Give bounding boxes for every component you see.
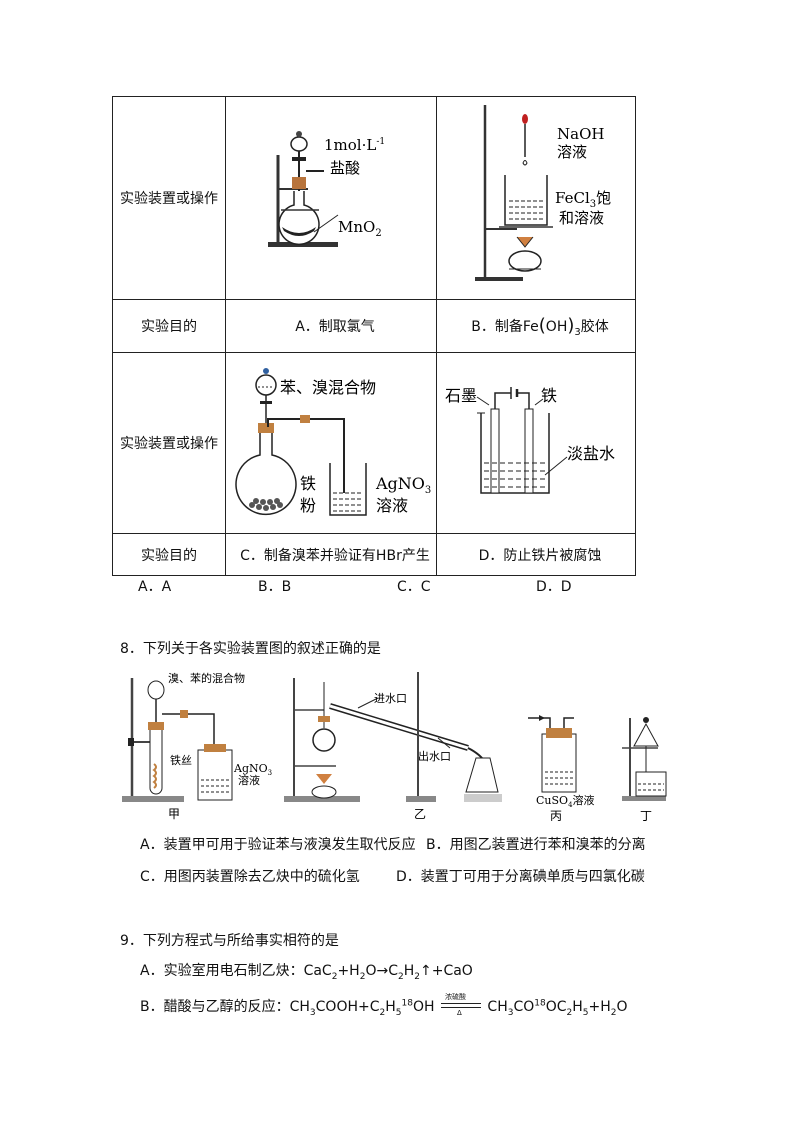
q9-stem: 9．下列方程式与所给事实相符的是 — [120, 933, 339, 949]
q8-option-c[interactable]: C．用图丙装置除去乙炔中的硫化氢 — [140, 869, 360, 885]
purpose-b: B．制备Fe(OH)3胶体 — [471, 314, 609, 338]
q8-cuso4-label: CuSO4溶液 — [536, 793, 595, 809]
b-sat-label: 和溶液 — [559, 209, 604, 227]
q7-option-c[interactable]: C．C — [397, 579, 431, 595]
a-acid-label: 盐酸 — [330, 159, 360, 177]
q8-apparatus-figure: 溴、苯的混合物 铁丝 AgNO3 溶液 甲 进水口 出水口 乙 CuSO4溶液 … — [122, 671, 667, 823]
q7-answer-options: A．A B．B C．C D．D — [0, 576, 794, 596]
q8-option-b[interactable]: B．用图乙装置进行苯和溴苯的分离 — [426, 837, 646, 853]
row-label-purpose-1: 实验目的 — [112, 299, 226, 353]
b-naoh-label: NaOH — [557, 125, 604, 143]
row-label-setup-2: 实验装置或操作 — [112, 352, 226, 534]
purpose-d: D．防止铁片被腐蚀 — [478, 547, 602, 564]
q7-option-d[interactable]: D．D — [536, 579, 572, 595]
corrosion-apparatus-figure: 石墨 铁 淡盐水 — [445, 386, 615, 494]
apparatus-b-cell: NaOH 溶液 FeCl3饱 和溶液 — [436, 96, 636, 300]
c-mixture-label: 苯、溴混合物 — [280, 378, 376, 397]
bromobenzene-apparatus-figure: 苯、溴混合物 铁 粉 AgNO3 溶液 — [235, 368, 431, 516]
q8-iron-wire-label: 铁丝 — [170, 754, 192, 767]
apparatus-d-cell: 石墨 铁 淡盐水 — [436, 352, 636, 534]
q8-sol-label: 溶液 — [238, 773, 260, 787]
q9-option-a[interactable]: A．实验室用电石制乙炔：CaC2+H2O→C2H2↑+CaO — [140, 963, 473, 982]
d-brine-label: 淡盐水 — [567, 444, 615, 463]
q7-option-b[interactable]: B．B — [258, 579, 292, 595]
c-iron-label: 铁 — [300, 474, 316, 493]
q8-mixture-label: 溴、苯的混合物 — [168, 671, 245, 685]
purpose-c: C．制备溴苯并验证有HBr产生 — [240, 547, 430, 564]
a-conc-label: 1mol·L-1 — [324, 136, 385, 154]
c-powder-label: 粉 — [300, 496, 316, 515]
apparatus-c-cell: 苯、溴混合物 铁 粉 AgNO3 溶液 — [225, 352, 437, 534]
row-label-setup-1: 实验装置或操作 — [112, 96, 226, 300]
c-agno3-label: AgNO3 — [375, 474, 431, 496]
figure-label-jia: 甲 — [168, 807, 180, 821]
q8-inlet-label: 进水口 — [374, 692, 407, 705]
q8-outlet-label: 出水口 — [418, 749, 451, 763]
a-mno2-label: MnO2 — [338, 218, 382, 239]
d-graphite-label: 石墨 — [445, 386, 477, 405]
q8-agno3-label: AgNO3 — [233, 762, 272, 777]
q7-table: 实验装置或操作 1 — [112, 96, 636, 576]
q8-option-d[interactable]: D．装置丁可用于分离碘单质与四氯化碳 — [396, 869, 645, 885]
d-iron-label: 铁 — [541, 386, 557, 405]
purpose-a: A．制取氯气 — [295, 319, 375, 335]
q8-option-a[interactable]: A．装置甲可用于验证苯与液溴发生取代反应 — [140, 837, 416, 853]
figure-label-yi: 乙 — [414, 807, 426, 821]
chlorine-apparatus-figure: 1mol·L-1 盐酸 MnO2 — [268, 131, 385, 247]
figure-label-bing: 丙 — [550, 809, 562, 823]
reversible-arrow-icon: 浓硫酸 Δ — [439, 993, 483, 1017]
colloid-apparatus-figure: NaOH 溶液 FeCl3饱 和溶液 — [475, 105, 611, 281]
figure-label-ding: 丁 — [640, 809, 652, 823]
b-naoh-sol-label: 溶液 — [557, 143, 587, 161]
q7-option-a[interactable]: A．A — [138, 579, 172, 595]
b-fecl3-label: FeCl3饱 — [555, 189, 611, 210]
row-label-purpose-2: 实验目的 — [112, 533, 226, 576]
apparatus-a-cell: 1mol·L-1 盐酸 MnO2 — [225, 96, 437, 300]
q9-option-b[interactable]: B．醋酸与乙醇的反应：CH3COOH+C2H518OH 浓硫酸 Δ CH3CO1… — [140, 993, 628, 1018]
c-sol-label: 溶液 — [376, 496, 408, 515]
q8-stem: 8．下列关于各实验装置图的叙述正确的是 — [120, 641, 381, 657]
